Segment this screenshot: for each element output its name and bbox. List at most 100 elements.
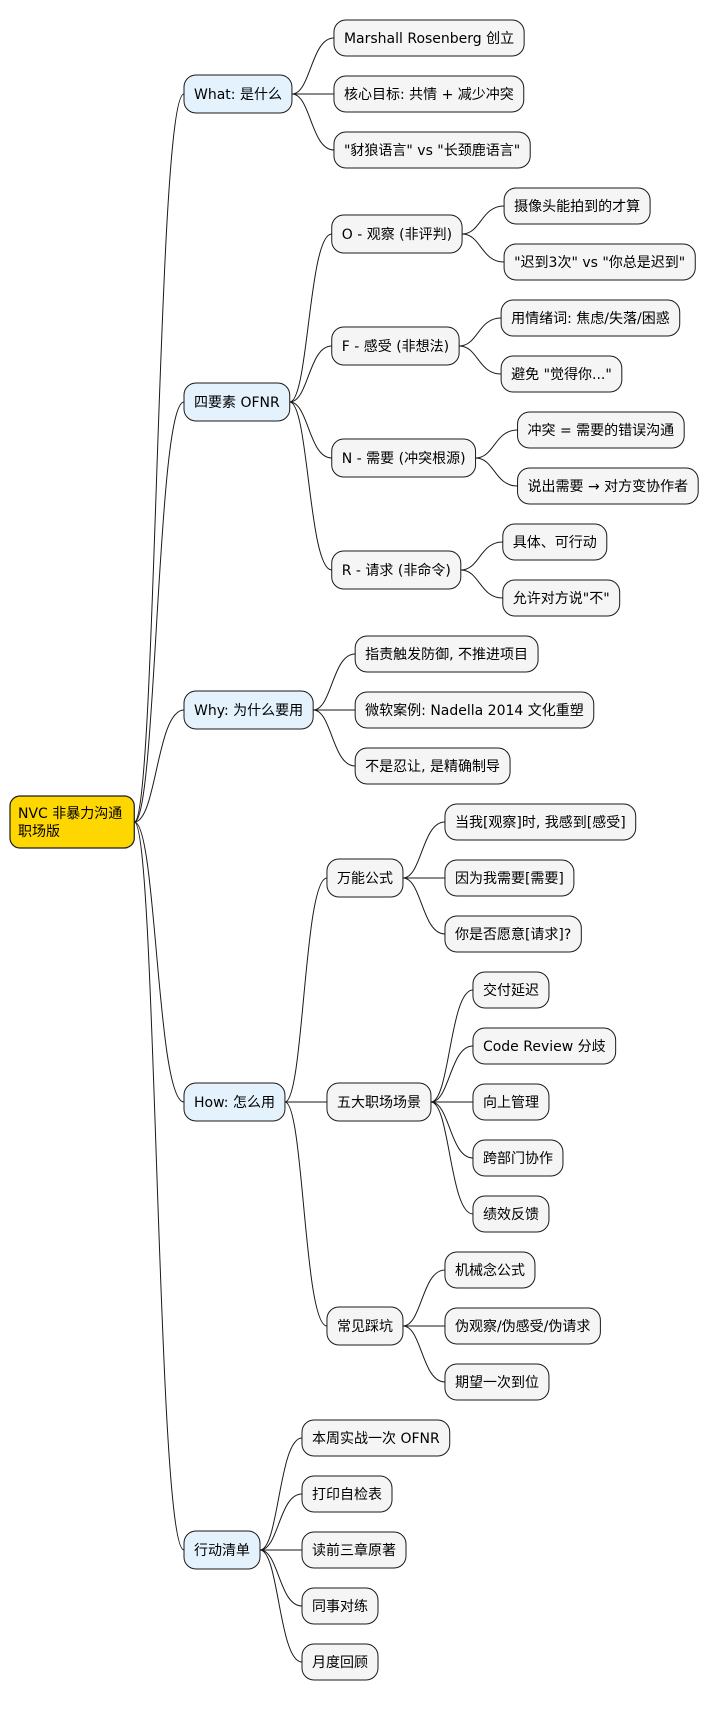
leaf-node: 说出需要 → 对方变协作者 [517, 467, 699, 505]
node-label: 机械念公式 [455, 1262, 525, 1279]
node-label: Marshall Rosenberg 创立 [344, 31, 514, 47]
leaf-node: 核心目标: 共情 + 减少冲突 [333, 75, 525, 113]
node-box [472, 1195, 550, 1233]
leaf-node: 向上管理 [472, 1083, 550, 1121]
connector-line [289, 233, 332, 403]
connector-line [284, 877, 328, 1103]
node-label: Code Review 分歧 [483, 1039, 606, 1055]
leaf-node: Code Review 分歧 [472, 1027, 617, 1065]
node-label: What: 是什么 [194, 87, 282, 103]
root-title-line: NVC 非暴力沟通 [18, 806, 122, 822]
node-box [331, 326, 460, 366]
leaf-node: 打印自检表 [301, 1475, 393, 1513]
connector-line [259, 1549, 303, 1607]
node-label: 具体、可行动 [513, 535, 597, 551]
node-label: 本周实战一次 OFNR [312, 1431, 440, 1447]
node-label: N - 需要 (冲突根源) [342, 451, 466, 467]
node-label: "迟到3次" vs "你总是迟到" [514, 255, 685, 271]
node-box [503, 243, 696, 281]
node-label: 用情绪词: 焦虑/失落/困惑 [511, 311, 670, 327]
leaf-node: 同事对练 [301, 1587, 379, 1625]
connector-line [430, 989, 474, 1103]
leaf-node: 你是否愿意[请求]? [444, 915, 582, 953]
connector-line [291, 93, 335, 151]
node-label: 月度回顾 [312, 1655, 368, 1671]
node-box [183, 74, 293, 114]
node-label: 行动清单 [194, 1543, 250, 1559]
sub-branch-node: F - 感受 (非想法) [331, 326, 460, 366]
node-label: 常见踩坑 [337, 1319, 393, 1335]
node-box [301, 1643, 379, 1681]
connector-line [289, 401, 332, 459]
node-label: 说出需要 → 对方变协作者 [528, 479, 689, 495]
connector-line [134, 821, 185, 1103]
node-label: 伪观察/伪感受/伪请求 [455, 1318, 590, 1335]
connector-line [134, 709, 185, 823]
node-box [444, 1363, 550, 1401]
mindmap-links [133, 37, 518, 1663]
connector-line [402, 877, 446, 935]
node-label: 打印自检表 [312, 1486, 382, 1503]
node-box [333, 19, 525, 57]
node-box [331, 550, 462, 590]
node-box [500, 355, 623, 393]
sub-branch-node: N - 需要 (冲突根源) [331, 438, 477, 478]
node-label: 向上管理 [483, 1095, 539, 1111]
connector-line [475, 457, 518, 487]
node-label: Why: 为什么要用 [194, 703, 303, 719]
leaf-node: 因为我需要[需要] [444, 859, 575, 897]
connector-line [460, 541, 503, 571]
node-box [502, 523, 608, 561]
connector-line [259, 1437, 303, 1551]
node-label: O - 观察 (非评判) [342, 226, 452, 243]
node-label: 万能公式 [337, 871, 393, 887]
leaf-node: 交付延迟 [472, 971, 550, 1009]
leaf-node: 不是忍让, 是精确制导 [354, 747, 511, 785]
leaf-node: 微软案例: Nadella 2014 文化重塑 [354, 691, 595, 729]
branch-node: How: 怎么用 [183, 1082, 286, 1122]
connector-line [133, 401, 185, 823]
connector-line [289, 345, 332, 403]
node-label: 指责触发防御, 不推进项目 [365, 647, 528, 663]
node-label: 五大职场场景 [337, 1095, 421, 1111]
node-box [472, 971, 550, 1009]
node-label: 冲突 = 需要的错误沟通 [528, 423, 675, 439]
node-label: 因为我需要[需要] [455, 871, 564, 887]
node-box [331, 214, 463, 254]
connector-line [402, 1325, 446, 1383]
leaf-node: 读前三章原著 [301, 1531, 407, 1569]
connector-line [462, 205, 505, 235]
node-box [333, 75, 525, 113]
leaf-node: 具体、可行动 [502, 523, 608, 561]
connector-line [313, 653, 356, 711]
connector-line [133, 93, 185, 823]
node-box [183, 690, 314, 730]
connector-line [284, 1101, 328, 1327]
connector-line [291, 37, 335, 95]
leaf-node: 月度回顾 [301, 1643, 379, 1681]
branch-node: Why: 为什么要用 [183, 690, 314, 730]
node-label: F - 感受 (非想法) [342, 338, 449, 355]
node-box [503, 187, 651, 225]
node-box [517, 411, 685, 449]
connector-line [430, 1101, 474, 1159]
node-box [444, 803, 637, 841]
node-label: 你是否愿意[请求]? [455, 926, 571, 943]
leaf-node: 跨部门协作 [472, 1139, 564, 1177]
node-box [444, 859, 575, 897]
leaf-node: "迟到3次" vs "你总是迟到" [503, 243, 696, 281]
node-box [472, 1139, 564, 1177]
leaf-node: 当我[观察]时, 我感到[感受] [444, 803, 637, 841]
node-box [183, 1082, 286, 1122]
sub-branch-node: 常见踩坑 [326, 1306, 404, 1346]
node-label: 允许对方说"不" [513, 591, 610, 607]
node-label: 期望一次到位 [455, 1375, 539, 1391]
connector-line [259, 1549, 303, 1663]
node-label: "豺狼语言" vs "长颈鹿语言" [344, 142, 520, 159]
node-box [472, 1083, 550, 1121]
node-label: 绩效反馈 [483, 1207, 539, 1223]
node-label: 跨部门协作 [483, 1151, 553, 1167]
